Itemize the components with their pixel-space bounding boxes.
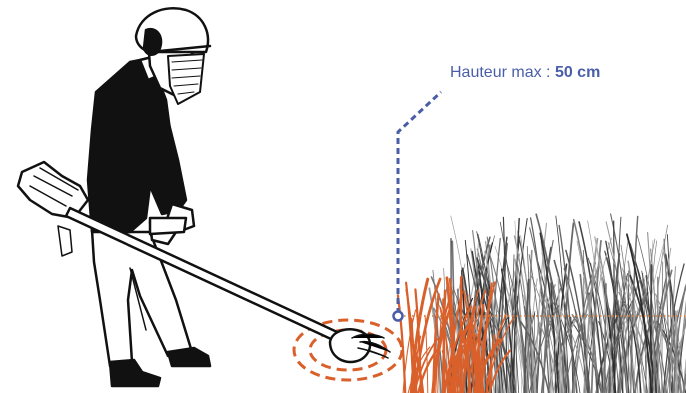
person-with-trimmer-icon: [18, 8, 390, 386]
callout-leader: [398, 92, 441, 314]
max-height-value: 50 cm: [555, 64, 600, 81]
left-shoe: [110, 360, 160, 386]
max-height-label: Hauteur max : 50 cm: [450, 64, 600, 82]
max-height-text: Hauteur max :: [450, 64, 555, 81]
callout-anchor-dot: [394, 312, 403, 321]
ear-muff: [144, 29, 161, 55]
right-shoe: [168, 348, 210, 366]
handlebar: [150, 218, 186, 234]
